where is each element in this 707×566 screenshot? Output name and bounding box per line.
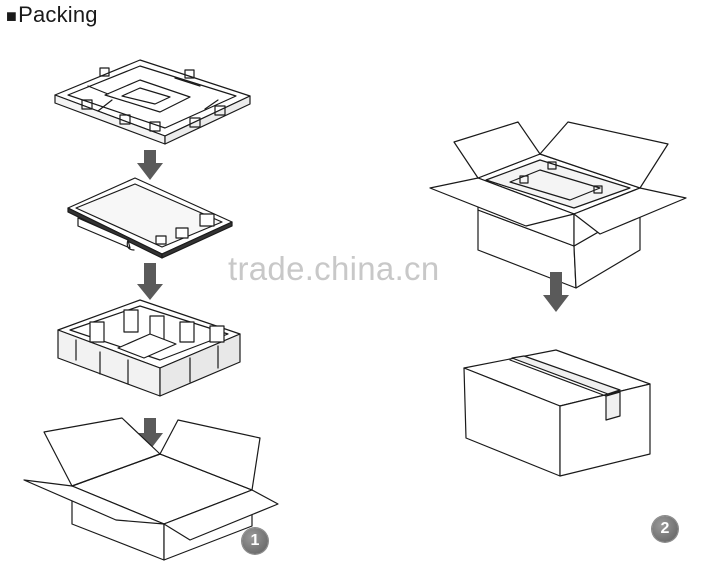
page-title: ■Packing [6,2,98,28]
down-arrow-icon [137,263,163,300]
square-bullet-icon: ■ [6,6,18,26]
bottom-foam-tray [57,299,241,397]
down-arrow-icon [137,418,163,450]
step-number-badge: 2 [652,516,678,542]
down-arrow-icon [543,272,569,312]
packed-open-box [429,121,687,289]
step-number-badge: 1 [242,528,268,554]
light-fixture [67,177,233,259]
down-arrow-icon [137,150,163,180]
title-text: Packing [18,2,98,27]
top-foam-tray [54,59,251,145]
open-carton-box [23,417,279,561]
watermark-text: trade.china.cn [228,250,440,287]
sealed-carton-box [463,349,651,477]
